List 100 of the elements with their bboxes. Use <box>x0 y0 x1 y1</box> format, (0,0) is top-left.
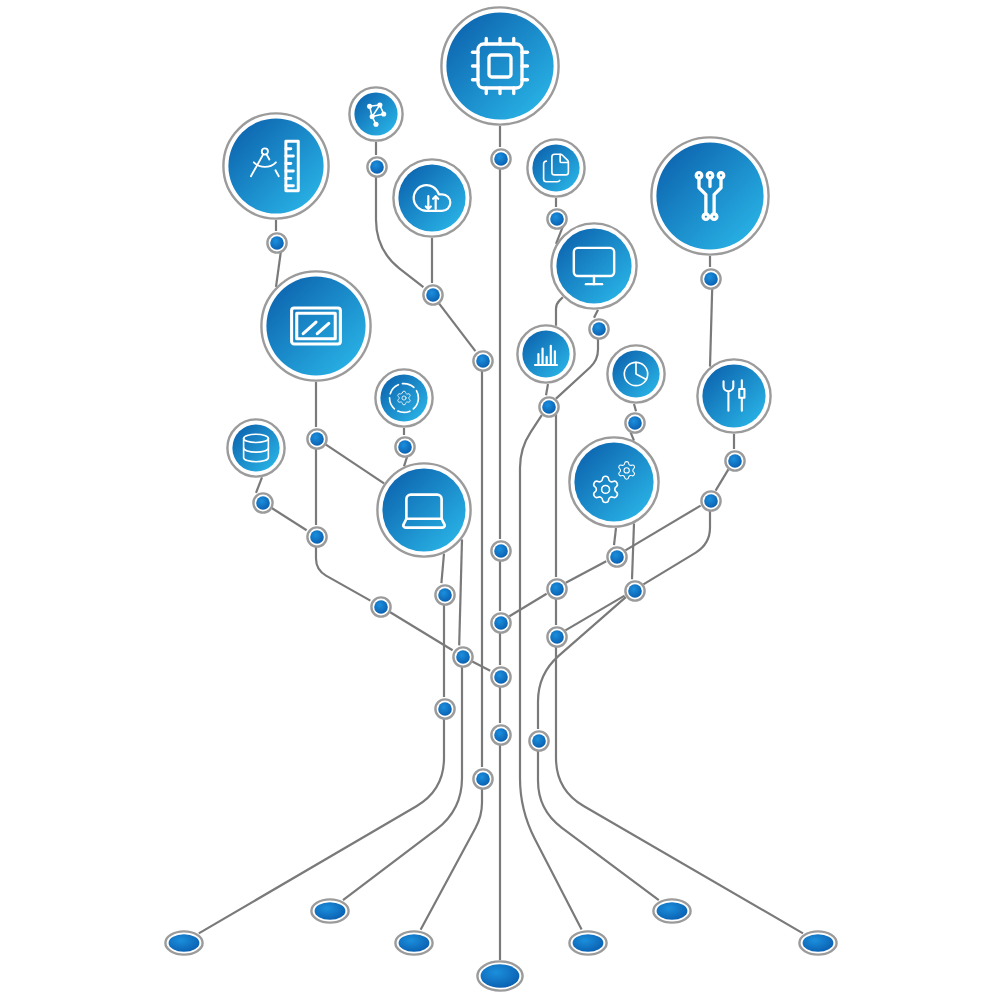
connector-line <box>593 309 599 319</box>
connector-line <box>374 142 378 155</box>
connector-line <box>498 126 502 147</box>
connector-line <box>314 547 371 602</box>
connector-line <box>314 449 318 525</box>
icon-bubble <box>374 368 434 428</box>
junction-dot <box>305 525 327 547</box>
icon-bubble <box>696 358 772 434</box>
icon-bubble <box>376 462 472 558</box>
junction-dot <box>365 155 387 177</box>
junction-dot <box>393 435 415 457</box>
junction-dot <box>699 489 721 511</box>
connector-line <box>508 592 548 618</box>
connector-line <box>544 383 550 396</box>
connector-line <box>324 443 385 485</box>
junction-dot <box>605 545 627 567</box>
icon-bubble <box>568 436 660 528</box>
connector-line <box>554 413 558 577</box>
junction-dot <box>251 491 273 513</box>
connector-line <box>388 610 454 652</box>
connector-line <box>342 667 464 902</box>
junction-dot <box>545 207 567 229</box>
connector-line <box>554 296 564 326</box>
junction-dot <box>369 595 391 617</box>
junction-dot <box>545 577 567 599</box>
root-terminal <box>652 897 692 923</box>
icon-bubble <box>348 86 404 142</box>
connector-line <box>554 226 564 245</box>
connector-line <box>440 553 446 584</box>
junction-dot <box>623 579 645 601</box>
connector-line <box>612 527 618 546</box>
junction-dot <box>489 539 511 561</box>
junction-dot <box>305 427 327 449</box>
junction-dot <box>723 449 745 471</box>
root-terminal <box>164 929 204 955</box>
connector-line <box>642 511 712 586</box>
root-terminal <box>476 960 524 992</box>
root-terminal <box>394 929 434 955</box>
root-terminal <box>798 929 838 955</box>
connector-line <box>402 428 406 435</box>
junction-dot <box>527 729 549 751</box>
junction-dot <box>265 231 287 253</box>
connector-line <box>564 594 626 632</box>
junction-dot <box>587 317 609 339</box>
junction-dot <box>451 645 473 667</box>
connector-line <box>708 288 714 367</box>
connector-line <box>198 719 446 935</box>
connector-line <box>498 687 502 723</box>
connector-line <box>498 561 502 611</box>
connector-line <box>630 523 636 580</box>
icon-bubble <box>606 344 666 404</box>
connector-line <box>565 560 607 584</box>
connector-line <box>732 434 736 449</box>
connector-line <box>471 660 491 672</box>
connector-line <box>314 382 318 427</box>
root-terminal <box>310 897 350 923</box>
connector-line <box>554 599 558 625</box>
root-terminal <box>568 929 608 955</box>
connector-line <box>624 504 702 552</box>
connector-line <box>254 477 264 494</box>
connector-line <box>498 633 502 665</box>
icon-bubble <box>650 136 770 256</box>
junction-dot <box>433 697 455 719</box>
connector-line <box>274 251 282 287</box>
connector-line <box>708 256 712 267</box>
junction-dot <box>421 283 443 305</box>
junction-dot <box>537 395 559 417</box>
icon-bubble <box>526 138 586 198</box>
icon-bubble <box>550 222 638 310</box>
junction-dot <box>489 147 511 169</box>
connector-line <box>554 198 558 207</box>
icon-bubble <box>516 324 576 384</box>
junction-dot <box>433 583 455 605</box>
junction-dot <box>699 267 721 289</box>
icon-bubble <box>392 158 472 238</box>
connector-line <box>442 605 446 697</box>
junction-dot <box>545 625 567 647</box>
connector-line <box>430 238 434 283</box>
connector-line <box>419 789 484 931</box>
icon-bubble <box>222 112 330 220</box>
junction-dot <box>489 665 511 687</box>
connector-line <box>458 539 464 646</box>
connector-line <box>518 414 583 931</box>
junction-dot <box>489 723 511 745</box>
connector-line <box>714 468 730 492</box>
icon-bubble <box>440 6 560 126</box>
junction-dot <box>623 411 645 433</box>
junction-dot <box>489 611 511 633</box>
icon-bubble <box>260 270 372 382</box>
connector-line <box>554 647 804 935</box>
connector-line <box>274 220 278 231</box>
icon-bubble <box>226 418 286 478</box>
connector-line <box>374 177 425 289</box>
junction-dot <box>471 767 493 789</box>
connector-line <box>536 596 627 729</box>
connector-line <box>498 745 502 960</box>
connector-line <box>555 339 600 400</box>
connector-line <box>480 371 484 767</box>
junction-dot <box>471 349 493 371</box>
connector-line <box>536 751 660 902</box>
